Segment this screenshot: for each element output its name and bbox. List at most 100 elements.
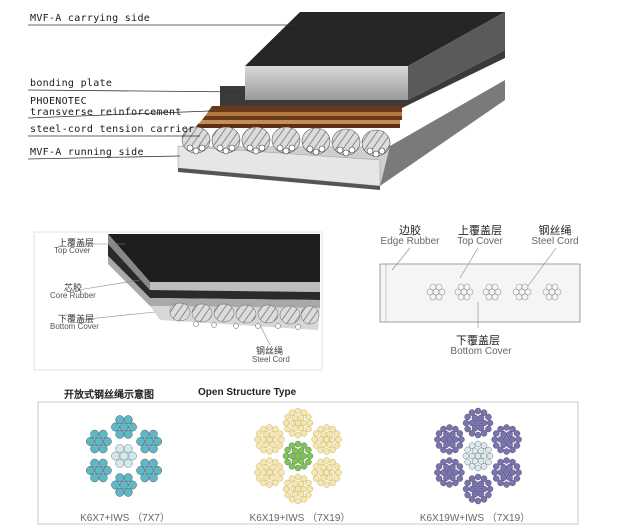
- wire: [443, 474, 450, 481]
- wire: [98, 473, 108, 483]
- wire: [515, 469, 522, 476]
- wire: [284, 425, 291, 433]
- wire: [276, 442, 284, 449]
- transverse-reinforcement: [195, 106, 402, 128]
- running-side-bottom-edge: [178, 168, 380, 190]
- wire: [255, 430, 263, 437]
- rope-label-1: K6X7+IWS （7X7）: [80, 513, 170, 524]
- wire: [127, 480, 137, 490]
- wire: [148, 458, 158, 468]
- wire: [452, 425, 459, 433]
- wire: [323, 448, 330, 455]
- wire: [312, 475, 320, 482]
- wire: [294, 407, 302, 415]
- wire: [323, 457, 330, 464]
- open-structure-title-en: Open Structure Type: [198, 387, 297, 398]
- right-edge-cn: 边胶: [399, 224, 421, 237]
- wire: [492, 475, 500, 482]
- wire: [144, 437, 154, 446]
- wire: [329, 446, 336, 454]
- wire: [291, 457, 299, 465]
- wire: [284, 458, 291, 466]
- wire: [305, 491, 312, 499]
- wire: [452, 446, 459, 454]
- wire: [471, 457, 479, 465]
- wire: [312, 442, 320, 449]
- left-bottom-cn: 下覆盖层: [58, 315, 95, 325]
- wire: [485, 491, 492, 499]
- wire: [492, 430, 500, 437]
- wire: [263, 441, 270, 448]
- label-running-side: MVF-A running side: [30, 147, 144, 158]
- wire: [317, 425, 324, 433]
- right-top-en: Top Cover: [457, 236, 503, 247]
- wire: [480, 475, 488, 482]
- wire: [288, 442, 296, 449]
- wire: [153, 466, 162, 475]
- wire: [434, 469, 441, 476]
- wire: [294, 464, 302, 472]
- wire: [90, 429, 100, 439]
- wire: [320, 474, 327, 481]
- wire: [485, 413, 492, 421]
- wire: [485, 479, 492, 487]
- wire: [333, 475, 341, 482]
- wire: [272, 425, 279, 433]
- wire: [260, 446, 267, 454]
- wire: [115, 487, 125, 497]
- wire: [140, 429, 150, 439]
- wire: [115, 458, 125, 468]
- wire: [284, 413, 291, 421]
- wire: [513, 475, 521, 482]
- wire: [471, 490, 479, 498]
- rope-label-2: K6X19+IWS （7X19）: [249, 513, 351, 524]
- wire: [456, 442, 464, 449]
- wire: [111, 422, 121, 432]
- wire: [509, 479, 516, 487]
- wire: [500, 441, 507, 448]
- wire: [311, 469, 318, 476]
- wire: [111, 480, 121, 490]
- wire: [474, 473, 482, 481]
- wire: [306, 452, 314, 460]
- wire: [119, 451, 129, 461]
- rope-section-1: [86, 415, 162, 497]
- running-side-right: [380, 80, 505, 186]
- wire: [468, 442, 476, 449]
- wire: [305, 425, 312, 433]
- wire: [98, 458, 108, 468]
- wire: [98, 429, 108, 439]
- wire: [323, 424, 330, 431]
- wire: [329, 458, 336, 466]
- wire: [305, 479, 312, 487]
- wire: [148, 473, 158, 483]
- wire: [255, 475, 263, 482]
- wire: [471, 424, 479, 432]
- wire: [300, 475, 308, 482]
- left-bottom-en: Bottom Cover: [50, 322, 99, 331]
- wire: [153, 437, 162, 446]
- left-cord-cn: 钢丝绳: [256, 347, 284, 357]
- wire: [486, 452, 494, 460]
- label-tension-carrier: steel-cord tension carrier: [30, 124, 195, 135]
- wire: [335, 436, 342, 443]
- wire: [288, 430, 296, 437]
- wire: [291, 490, 299, 498]
- wire: [480, 409, 488, 416]
- wire: [282, 485, 290, 493]
- wire: [464, 446, 471, 454]
- left-core-en: Core Rubber: [50, 291, 96, 300]
- wire: [111, 451, 121, 461]
- wire: [335, 469, 342, 476]
- right-cord-en: Steel Cord: [531, 236, 579, 247]
- wire: [458, 436, 465, 443]
- wire: [435, 442, 443, 449]
- wire: [297, 480, 305, 488]
- wire: [449, 431, 456, 438]
- wire: [317, 446, 324, 454]
- wire: [462, 419, 470, 427]
- wire: [320, 441, 327, 448]
- wire: [306, 485, 314, 493]
- wire: [140, 458, 150, 468]
- wire: [329, 425, 336, 433]
